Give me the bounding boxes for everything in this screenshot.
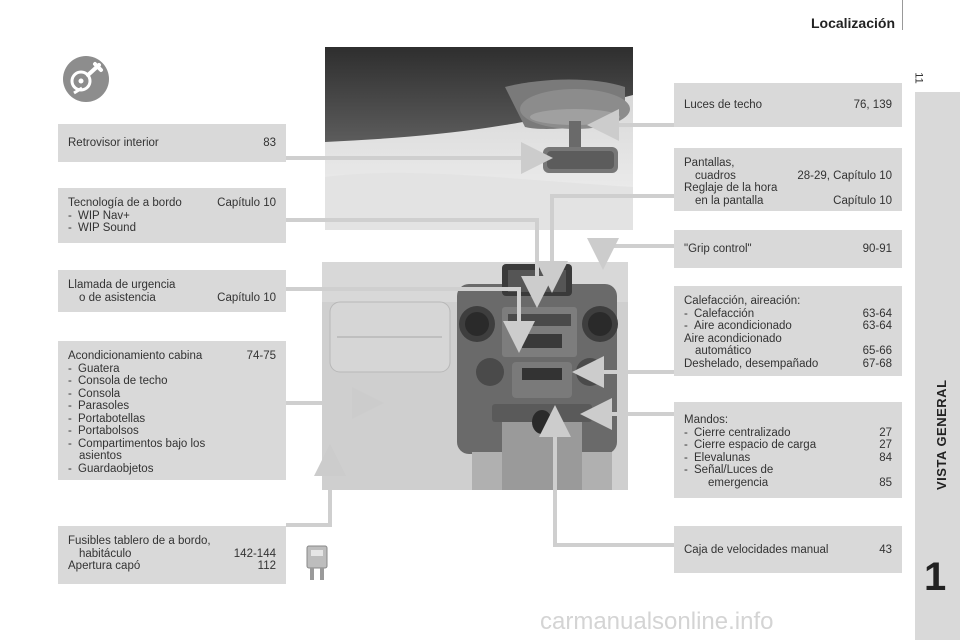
chapter-side-tab: [915, 92, 960, 640]
grip-control-box: "Grip control"90-91: [674, 230, 902, 268]
steering-wrench-icon: [62, 55, 110, 103]
chapter-label: VISTA GENERAL: [934, 379, 949, 490]
header-divider: [902, 0, 903, 30]
dashboard-photo: [322, 262, 628, 490]
ceiling-mirror-photo: [325, 47, 633, 230]
page-title: Localización: [810, 15, 895, 31]
page-number: 11: [912, 72, 925, 84]
watermark: carmanualsonline.info: [540, 608, 774, 635]
heating-box: Calefacción, aireación: Calefacción63-64…: [674, 286, 902, 376]
fuse-icon: [305, 544, 329, 582]
chapter-number: 1: [924, 555, 947, 599]
